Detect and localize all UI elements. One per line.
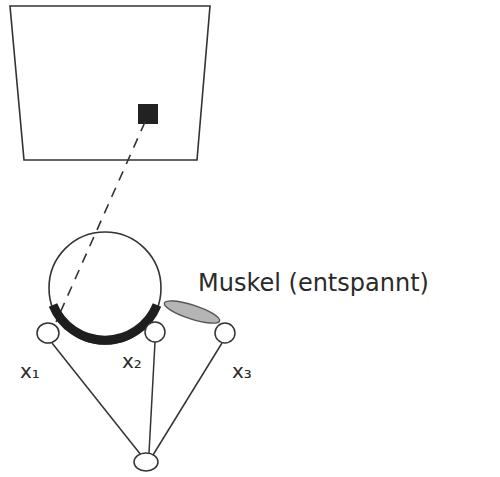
joint [215,323,235,343]
muscle [162,296,221,327]
muscle-label: Muskel (entspannt) [198,270,429,296]
joint [145,322,165,342]
screen [10,6,210,160]
joint [134,453,158,471]
target-point [138,104,158,124]
link-line [153,343,222,455]
eyeball-shade [53,305,157,340]
point-label: x₁ [20,360,40,382]
eyeball [49,232,161,344]
joint [37,323,59,343]
link-line [149,342,155,453]
gaze-line [56,122,145,322]
link-line [52,343,141,455]
point-label: x₃ [232,360,252,382]
point-label: x₂ [122,350,142,372]
